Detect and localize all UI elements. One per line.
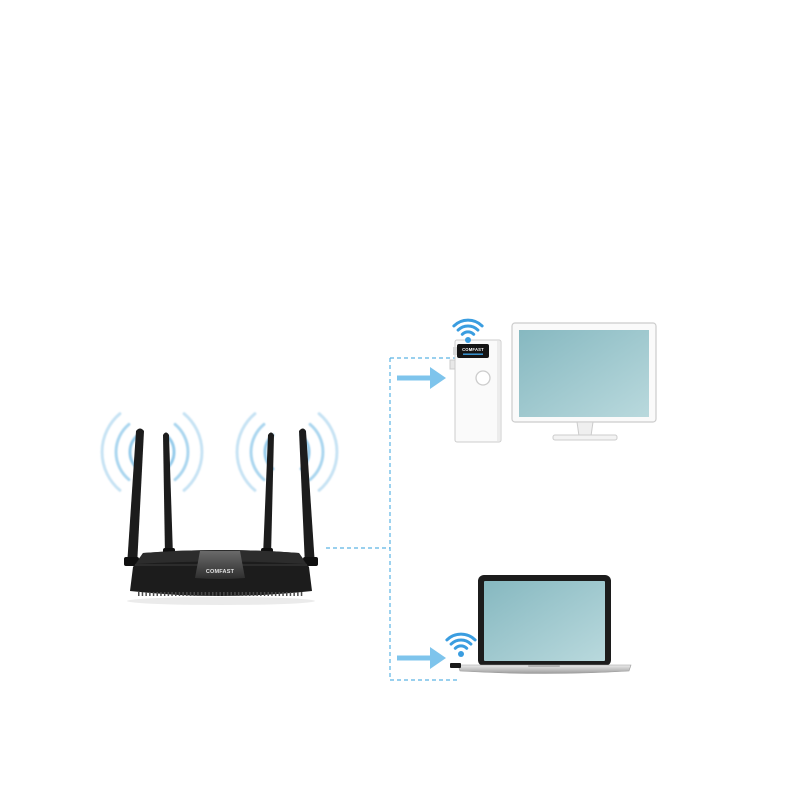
- usb-adapter-connector: [453, 347, 458, 355]
- router-signal-waves: [100, 412, 339, 492]
- antenna-left-outer: [127, 428, 144, 566]
- signal-arc: [173, 422, 190, 482]
- antenna-hinge: [303, 557, 318, 566]
- monitor-stand-neck: [576, 421, 594, 437]
- wifi-router-icon: COMFAST: [124, 428, 318, 605]
- signal-arc: [114, 422, 131, 482]
- wifi-arc: [460, 330, 476, 336]
- router-antennas: [127, 428, 315, 566]
- router-shadow: [127, 597, 315, 605]
- pc-tower-case: [454, 339, 502, 443]
- signal-arc: [100, 412, 122, 492]
- wifi-arc: [445, 632, 477, 642]
- signal-arc: [249, 422, 266, 482]
- arrows: [397, 367, 446, 669]
- wifi-dot: [465, 337, 471, 343]
- wifi-arc: [452, 318, 484, 328]
- usb-adapter-led: [463, 353, 483, 355]
- power-button: [475, 370, 491, 386]
- pc-tower-side-edge: [497, 341, 500, 441]
- antenna-right-outer: [299, 428, 315, 566]
- wifi-arc: [449, 638, 473, 646]
- monitor-icon: [511, 322, 657, 441]
- signal-arc: [308, 422, 325, 482]
- arrow-right-icon: [397, 647, 446, 669]
- usb-wifi-adapter-laptop: [450, 663, 461, 668]
- wifi-dot: [458, 651, 464, 657]
- signal-arc: [317, 412, 339, 492]
- wifi-arc: [456, 324, 480, 332]
- laptop-base: [457, 664, 632, 674]
- usb-adapter-brand-logo: COMFAST: [462, 347, 484, 352]
- router-center-badge: [195, 551, 245, 579]
- antenna-right-inner: [263, 432, 274, 556]
- wifi-arc: [453, 644, 469, 650]
- usb-wifi-adapter-icon: COMFAST: [453, 344, 489, 358]
- wifi-icon: [445, 632, 477, 650]
- signal-arc: [235, 412, 257, 492]
- laptop-base-notch: [528, 665, 560, 667]
- router-brand-logo: COMFAST: [206, 569, 235, 575]
- connection-lines: [326, 357, 458, 681]
- antenna-hinge: [124, 557, 139, 566]
- antenna-left-inner: [163, 432, 173, 556]
- monitor-stand-base: [552, 434, 618, 441]
- desktop-pc-icon: [449, 339, 502, 443]
- monitor-screen: [519, 330, 649, 417]
- wifi-icon: [452, 318, 484, 336]
- laptop-icon: [450, 575, 632, 674]
- arrow-right-icon: [397, 367, 446, 389]
- signal-arc: [182, 412, 204, 492]
- laptop-screen: [484, 581, 605, 661]
